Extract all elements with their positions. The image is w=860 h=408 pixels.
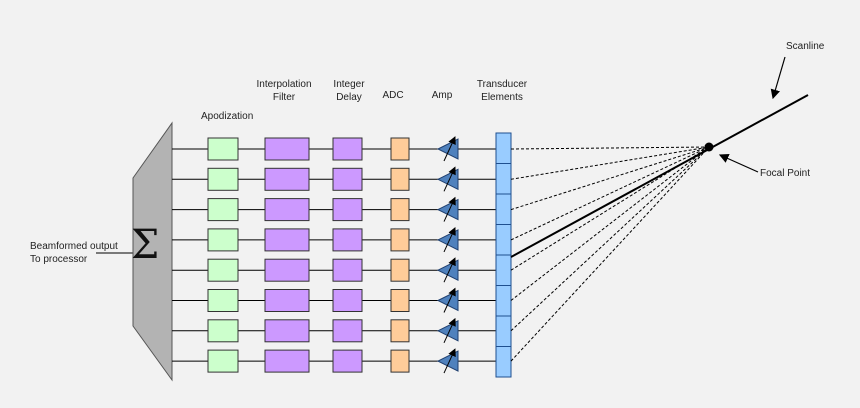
scanline-arrow — [770, 56, 786, 100]
focus-ray-7 — [510, 146, 710, 332]
integer-delay-block-1 — [332, 137, 363, 161]
adc-block-6 — [390, 289, 410, 312]
summation-symbol: Σ — [131, 222, 160, 268]
integer-delay-block-2 — [332, 167, 363, 191]
apodization-block-3 — [207, 198, 239, 222]
label-apodization: Apodization — [201, 111, 254, 122]
focus-ray-6 — [510, 146, 710, 301]
interpolation-filter-block-2 — [264, 167, 310, 191]
apodization-block-1 — [207, 137, 239, 161]
apodization-block-4 — [207, 228, 239, 252]
interpolation-filter-block-1 — [264, 137, 310, 161]
label-transducer-elements: Transducer Elements — [476, 79, 528, 103]
amp-symbol-3 — [436, 198, 459, 221]
label-focal-point: Focal Point — [760, 168, 811, 179]
amp-symbol-6 — [436, 289, 459, 312]
amp-symbol-7 — [436, 319, 459, 342]
summer-block — [132, 121, 173, 382]
amp-gain-arrow-2 — [443, 166, 456, 192]
transducer-element-7 — [495, 315, 512, 347]
transducer-element-6 — [495, 285, 512, 317]
interpolation-filter-block-7 — [264, 319, 310, 343]
focus-ray-3 — [510, 146, 710, 211]
integer-delay-block-5 — [332, 258, 363, 282]
transducer-element-3 — [495, 193, 512, 225]
transducer-element-8 — [495, 346, 512, 378]
integer-delay-block-8 — [332, 349, 363, 373]
focal-point-dot — [704, 142, 714, 152]
label-interpolation-filter: Interpolation Filter — [256, 79, 312, 103]
integer-delay-block-7 — [332, 319, 363, 343]
label-integer-delay: Integer Delay — [333, 79, 365, 103]
amp-gain-arrow-4 — [443, 226, 456, 253]
transducer-element-2 — [495, 163, 512, 195]
amp-gain-arrow-3 — [443, 196, 456, 222]
interpolation-filter-block-4 — [264, 228, 310, 252]
apodization-block-6 — [207, 289, 239, 312]
integer-delay-block-6 — [332, 289, 363, 312]
focus-ray-8 — [510, 146, 710, 362]
adc-block-3 — [390, 198, 410, 222]
label-amp: Amp — [431, 90, 453, 101]
amp-symbol-5 — [436, 259, 459, 282]
focus-ray-2 — [510, 146, 710, 180]
label-scanline: Scanline — [786, 41, 825, 52]
adc-block-8 — [390, 349, 410, 373]
amp-gain-arrow-5 — [443, 257, 456, 283]
interpolation-filter-block-6 — [264, 289, 310, 312]
amp-symbol-1 — [436, 138, 459, 160]
scanline — [510, 94, 809, 258]
interpolation-filter-block-8 — [264, 349, 310, 373]
amp-gain-arrow-6 — [443, 287, 456, 313]
adc-block-2 — [390, 167, 410, 191]
amp-gain-arrow-1 — [443, 136, 456, 162]
apodization-block-5 — [207, 258, 239, 282]
transducer-element-4 — [495, 224, 512, 256]
interpolation-filter-block-3 — [264, 198, 310, 222]
transducer-element-1 — [495, 132, 512, 164]
interpolation-filter-block-5 — [264, 258, 310, 282]
amp-symbol-2 — [436, 168, 459, 191]
focus-ray-4 — [510, 146, 710, 241]
apodization-block-2 — [207, 167, 239, 191]
label-adc: ADC — [382, 90, 404, 101]
amp-gain-arrow-7 — [443, 317, 456, 344]
adc-block-1 — [390, 137, 410, 161]
apodization-block-7 — [207, 319, 239, 343]
transducer-element-5 — [495, 254, 512, 286]
adc-block-4 — [390, 228, 410, 252]
amp-symbol-8 — [436, 350, 459, 372]
adc-block-5 — [390, 258, 410, 282]
amp-gain-arrow-8 — [443, 348, 456, 374]
adc-block-7 — [390, 319, 410, 343]
focus-ray-5 — [510, 146, 710, 271]
integer-delay-block-3 — [332, 198, 363, 222]
label-beamformed-output: Beamformed output To processor — [30, 241, 118, 265]
amp-symbol-4 — [436, 229, 459, 251]
apodization-block-8 — [207, 349, 239, 373]
integer-delay-block-4 — [332, 228, 363, 252]
focal-point-arrow — [718, 154, 759, 173]
focus-ray-1 — [510, 146, 710, 150]
